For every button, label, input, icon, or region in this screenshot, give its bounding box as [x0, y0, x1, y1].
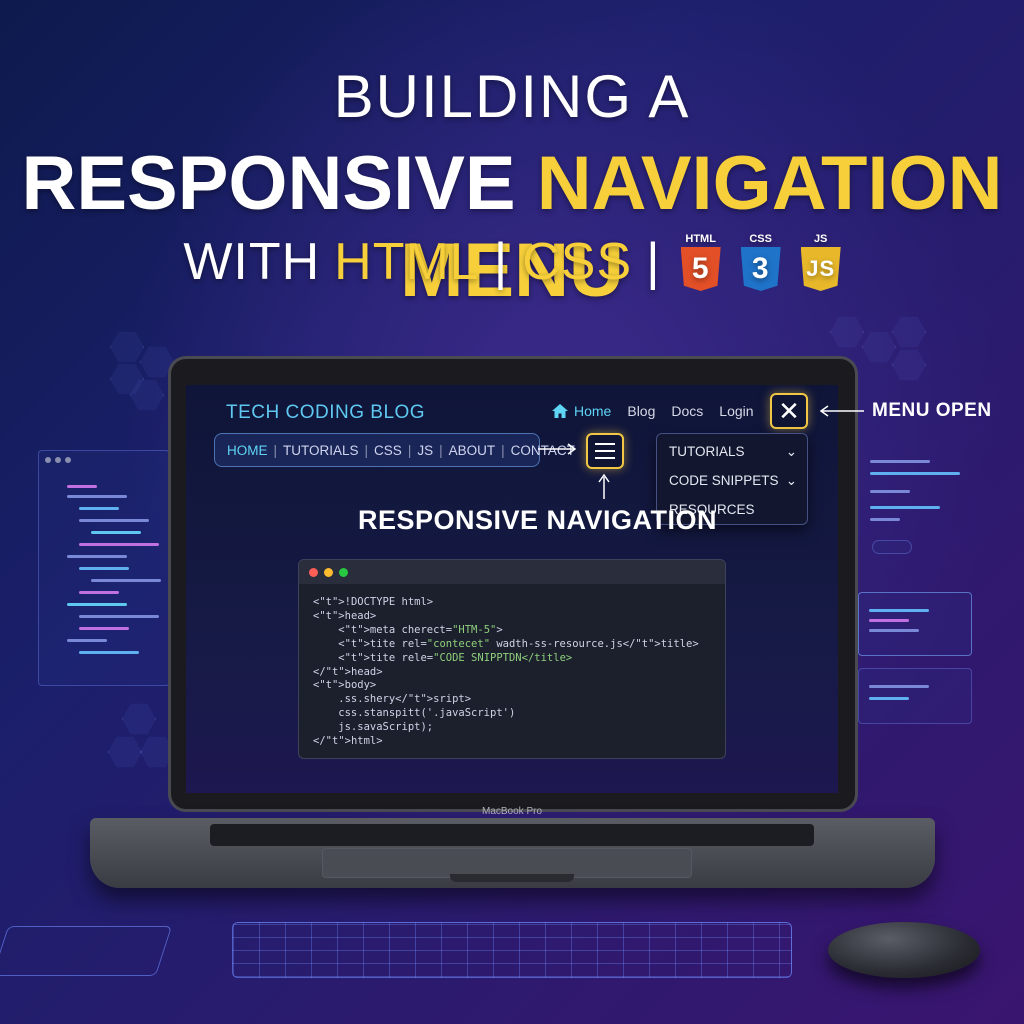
css3-icon-shield: 3	[740, 247, 781, 291]
hexagon-decoration	[830, 316, 864, 348]
headline-css-text: CSS	[522, 233, 633, 291]
sub-nav-home[interactable]: HOME	[227, 442, 268, 458]
headline-separator: |	[493, 233, 509, 291]
headline-separator: |	[646, 233, 661, 291]
nav-link-docs[interactable]: Docs	[671, 403, 704, 419]
headline-yellow-text: NAVIGATION MENU	[400, 141, 1003, 313]
hamburger-icon[interactable]	[586, 433, 624, 469]
dropdown-item-label: TUTORIALS	[669, 444, 745, 459]
code-line: </"t">html>	[313, 735, 383, 748]
hexagon-decoration	[110, 331, 144, 363]
nav-link-home-label: Home	[574, 403, 612, 419]
page-title: RESPONSIVE NAVIGATION	[358, 505, 718, 535]
hexagon-decoration	[108, 736, 142, 768]
dropdown-item-resources[interactable]: RESOURCES	[669, 502, 797, 517]
html5-icon: HTML 5	[680, 233, 721, 291]
dropdown-menu: TUTORIALS ⌄ CODE SNIPPETS ⌄ RESOURCES	[656, 433, 808, 525]
close-icon: ✕	[778, 395, 800, 426]
sub-nav-separator: |	[364, 442, 369, 458]
sub-nav-contact[interactable]: CONTACT	[510, 442, 575, 458]
code-line: <"t">head>	[313, 609, 377, 622]
sub-nav-separator: |	[407, 442, 412, 458]
decoration-line	[870, 506, 940, 509]
window-maximize-dot[interactable]	[339, 567, 348, 577]
home-icon	[552, 404, 568, 418]
code-window: <"t">!DOCTYPE html><"t">head> <"t">meta …	[298, 559, 726, 759]
card-decoration-right	[858, 592, 972, 656]
sub-nav-css[interactable]: CSS	[374, 442, 402, 458]
dropdown-item-code-snippets[interactable]: CODE SNIPPETS ⌄	[669, 473, 797, 489]
window-minimize-dot[interactable]	[324, 567, 333, 577]
chevron-down-icon: ⌄	[785, 473, 797, 488]
pill-decoration	[872, 540, 912, 554]
code-panel-decoration-left	[38, 450, 170, 686]
headline-line-2: RESPONSIVE NAVIGATION MENU	[0, 140, 1024, 314]
headline-html-text: HTML	[334, 233, 480, 291]
window-dots	[45, 457, 71, 463]
window-close-dot[interactable]	[309, 567, 318, 577]
laptop-trackpad	[322, 848, 692, 878]
arrow-right-icon	[538, 443, 577, 455]
decoration-line	[870, 472, 960, 475]
decoration-line	[870, 518, 900, 521]
site-brand[interactable]: TECH CODING BLOG	[226, 402, 426, 423]
arrow-up-icon	[598, 473, 610, 499]
js-icon: JS JS	[800, 233, 841, 291]
code-line: </"t">head>	[313, 665, 383, 678]
code-line: js.savaScript);	[313, 721, 434, 734]
code-line: <"t">!DOCTYPE html>	[313, 596, 434, 608]
code-line: <"t">body>	[313, 679, 377, 692]
headline-line-3: WITH HTML | CSS | HTML 5 CSS 3 JS JS	[0, 232, 1024, 292]
css3-icon: CSS 3	[740, 233, 781, 291]
sub-nav-separator: |	[439, 442, 443, 458]
code-block: <"t">!DOCTYPE html><"t">head> <"t">meta …	[313, 596, 699, 749]
laptop-screen: TECH CODING BLOG Home Blog Docs Login ✕ …	[186, 385, 838, 793]
js-icon-label: JS	[813, 233, 828, 245]
nav-link-blog[interactable]: Blog	[627, 403, 656, 419]
sub-nav-about[interactable]: ABOUT	[448, 442, 496, 458]
code-window-titlebar	[299, 560, 725, 584]
laptop-keyboard	[210, 824, 814, 846]
hexagon-decoration	[122, 703, 156, 735]
sub-nav-js[interactable]: JS	[417, 442, 434, 458]
laptop-hinge-notch	[450, 874, 574, 882]
keyboard-outline-decoration	[232, 922, 792, 978]
hexagon-decoration	[892, 316, 926, 348]
card-decoration-right	[858, 668, 972, 724]
html5-icon-shield: 5	[680, 247, 721, 291]
headline-line-1: BUILDING A	[333, 63, 691, 130]
tablet-outline-decoration	[0, 926, 173, 976]
hexagon-decoration	[892, 349, 926, 381]
hexagon-decoration	[862, 331, 896, 363]
sub-nav-separator: |	[501, 442, 505, 458]
sub-nav-bar: HOME | TUTORIALS | CSS | JS | ABOUT | CO…	[214, 433, 575, 467]
dropdown-item-tutorials[interactable]: TUTORIALS ⌄	[669, 444, 797, 460]
html5-icon-label: HTML	[685, 233, 716, 245]
code-line: <"t">meta cherect="HTM-5">	[313, 623, 503, 636]
dropdown-item-label: RESOURCES	[669, 502, 755, 517]
nav-link-home[interactable]: Home	[552, 403, 611, 419]
js-icon-shield: JS	[800, 247, 841, 291]
code-line: css.stanspitt('.javaScript')	[313, 707, 516, 720]
chevron-down-icon: ⌄	[785, 444, 797, 459]
arrow-left-icon	[819, 405, 864, 417]
css3-icon-label: CSS	[749, 233, 772, 245]
headline-with-text: WITH	[183, 233, 321, 291]
decoration-line	[870, 490, 910, 493]
top-nav: Home Blog Docs Login	[552, 403, 754, 419]
sub-nav-tutorials[interactable]: TUTORIALS	[283, 442, 359, 458]
dropdown-item-label: CODE SNIPPETS	[669, 473, 779, 488]
code-line: <"t">tite rel="contecet" wadth-ss-resour…	[313, 637, 699, 650]
mouse	[828, 922, 980, 978]
decoration-line	[870, 460, 930, 463]
laptop-brand-label: MacBook Pro	[481, 806, 543, 817]
close-menu-button[interactable]: ✕	[770, 393, 808, 429]
menu-open-annotation: MENU OPEN	[872, 400, 992, 421]
headline-white-text: RESPONSIVE	[21, 141, 537, 226]
code-line: .ss.shery</"t">sript>	[313, 693, 472, 706]
code-line: <"t">tite rele="CODE SNIPPTDN</title>	[313, 651, 573, 664]
sub-nav-separator: |	[273, 442, 278, 458]
nav-link-login[interactable]: Login	[719, 403, 754, 419]
